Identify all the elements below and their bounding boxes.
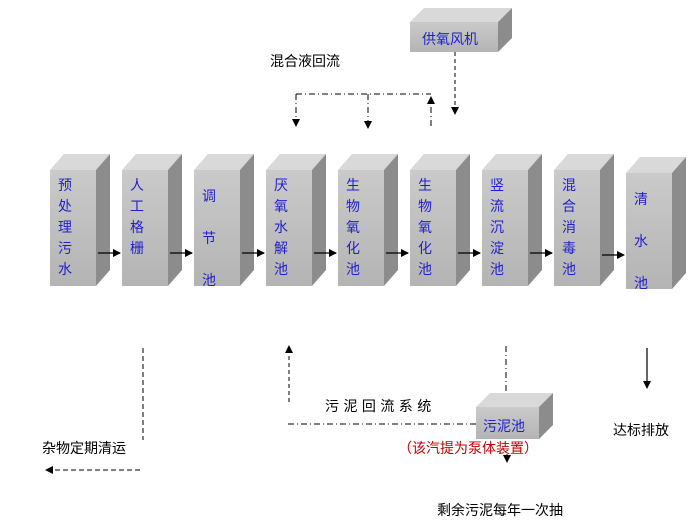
process-box-label-char: 池 [562, 262, 576, 278]
process-box-label-char: 淀 [490, 241, 504, 257]
process-box-label-char: 污 [58, 241, 72, 257]
process-box-label-char: 池 [202, 273, 216, 289]
process-box-label: 生物氧化池 [415, 176, 435, 281]
sludge-tank-box [476, 393, 553, 439]
process-box-label-char: 处 [58, 199, 72, 215]
flow-arrows [98, 249, 625, 259]
process-box [122, 154, 182, 286]
process-box-label-char: 氧 [418, 220, 432, 236]
process-box-label-char: 厌 [274, 178, 288, 194]
process-box-label-char: 栅 [130, 241, 144, 257]
process-box-label-char: 池 [418, 262, 432, 278]
process-box-label: 预处理污水 [55, 176, 75, 281]
process-box-label-char: 人 [130, 178, 144, 194]
process-box [50, 154, 110, 286]
process-box-label-char: 池 [490, 262, 504, 278]
process-box-label-char: 合 [562, 199, 576, 215]
process-box-label: 清水池 [631, 179, 651, 305]
process-box-label: 调节池 [199, 176, 219, 302]
excess-sludge-label: 剩余污泥每年一次抽 [437, 503, 563, 519]
process-box-label-char: 流 [490, 199, 504, 215]
mixed-liquor-return-lines [292, 93, 435, 129]
process-box-label-char: 清 [634, 192, 648, 208]
process-box-label-char: 调 [202, 189, 216, 205]
process-box-label-char: 物 [346, 199, 360, 215]
process-box-label: 竖流沉淀池 [487, 176, 507, 281]
process-box-label-char: 工 [130, 199, 144, 215]
debris-label: 杂物定期清运 [42, 441, 126, 457]
process-box-label: 厌氧水解池 [271, 176, 291, 281]
process-box-label-char: 氧 [274, 199, 288, 215]
process-box-label-char: 化 [346, 241, 360, 257]
process-box-label-char: 生 [418, 178, 432, 194]
process-box-label-char: 池 [274, 262, 288, 278]
process-box [554, 154, 614, 286]
sludge-note: （该汽提为泵体装置） [398, 441, 538, 457]
process-box-label-char: 沉 [490, 220, 504, 236]
process-box-label-char: 水 [274, 220, 288, 236]
process-box-label-char: 竖 [490, 178, 504, 194]
process-box [266, 154, 326, 286]
sludge-return-label: 污 泥 回 流 系 统 [325, 399, 432, 415]
mixed-liquor-return-label: 混合液回流 [270, 54, 340, 70]
process-box-label-char: 池 [634, 276, 648, 292]
debris-lines [45, 348, 144, 474]
process-box-label-char: 氧 [346, 220, 360, 236]
sludge-return-lines [285, 345, 511, 463]
discharge-label: 达标排放 [613, 423, 669, 439]
oxygen-blower-label: 供氧风机 [422, 32, 478, 48]
process-box-label-char: 混 [562, 178, 576, 194]
process-box-label-char: 格 [130, 220, 144, 236]
process-box-label-char: 生 [346, 178, 360, 194]
process-box-label: 生物氧化池 [343, 176, 363, 281]
process-box-label: 人工格栅 [127, 176, 147, 260]
sludge-tank-label: 污泥池 [483, 419, 525, 435]
process-box-label-char: 预 [58, 178, 72, 194]
process-box-label-char: 水 [58, 262, 72, 278]
process-box-label-char: 化 [418, 241, 432, 257]
process-box-label: 混合消毒池 [559, 176, 579, 281]
process-box-label-char: 消 [562, 220, 576, 236]
process-box-label-char: 水 [634, 234, 648, 250]
process-box-label-char: 毒 [562, 241, 576, 257]
process-box-label-char: 节 [202, 231, 216, 247]
oxygen-blower-box [410, 8, 512, 52]
process-box-label-char: 物 [418, 199, 432, 215]
process-box-label-char: 解 [274, 241, 288, 257]
process-box [626, 157, 686, 289]
process-box-label-char: 池 [346, 262, 360, 278]
process-box-label-char: 理 [58, 220, 72, 236]
